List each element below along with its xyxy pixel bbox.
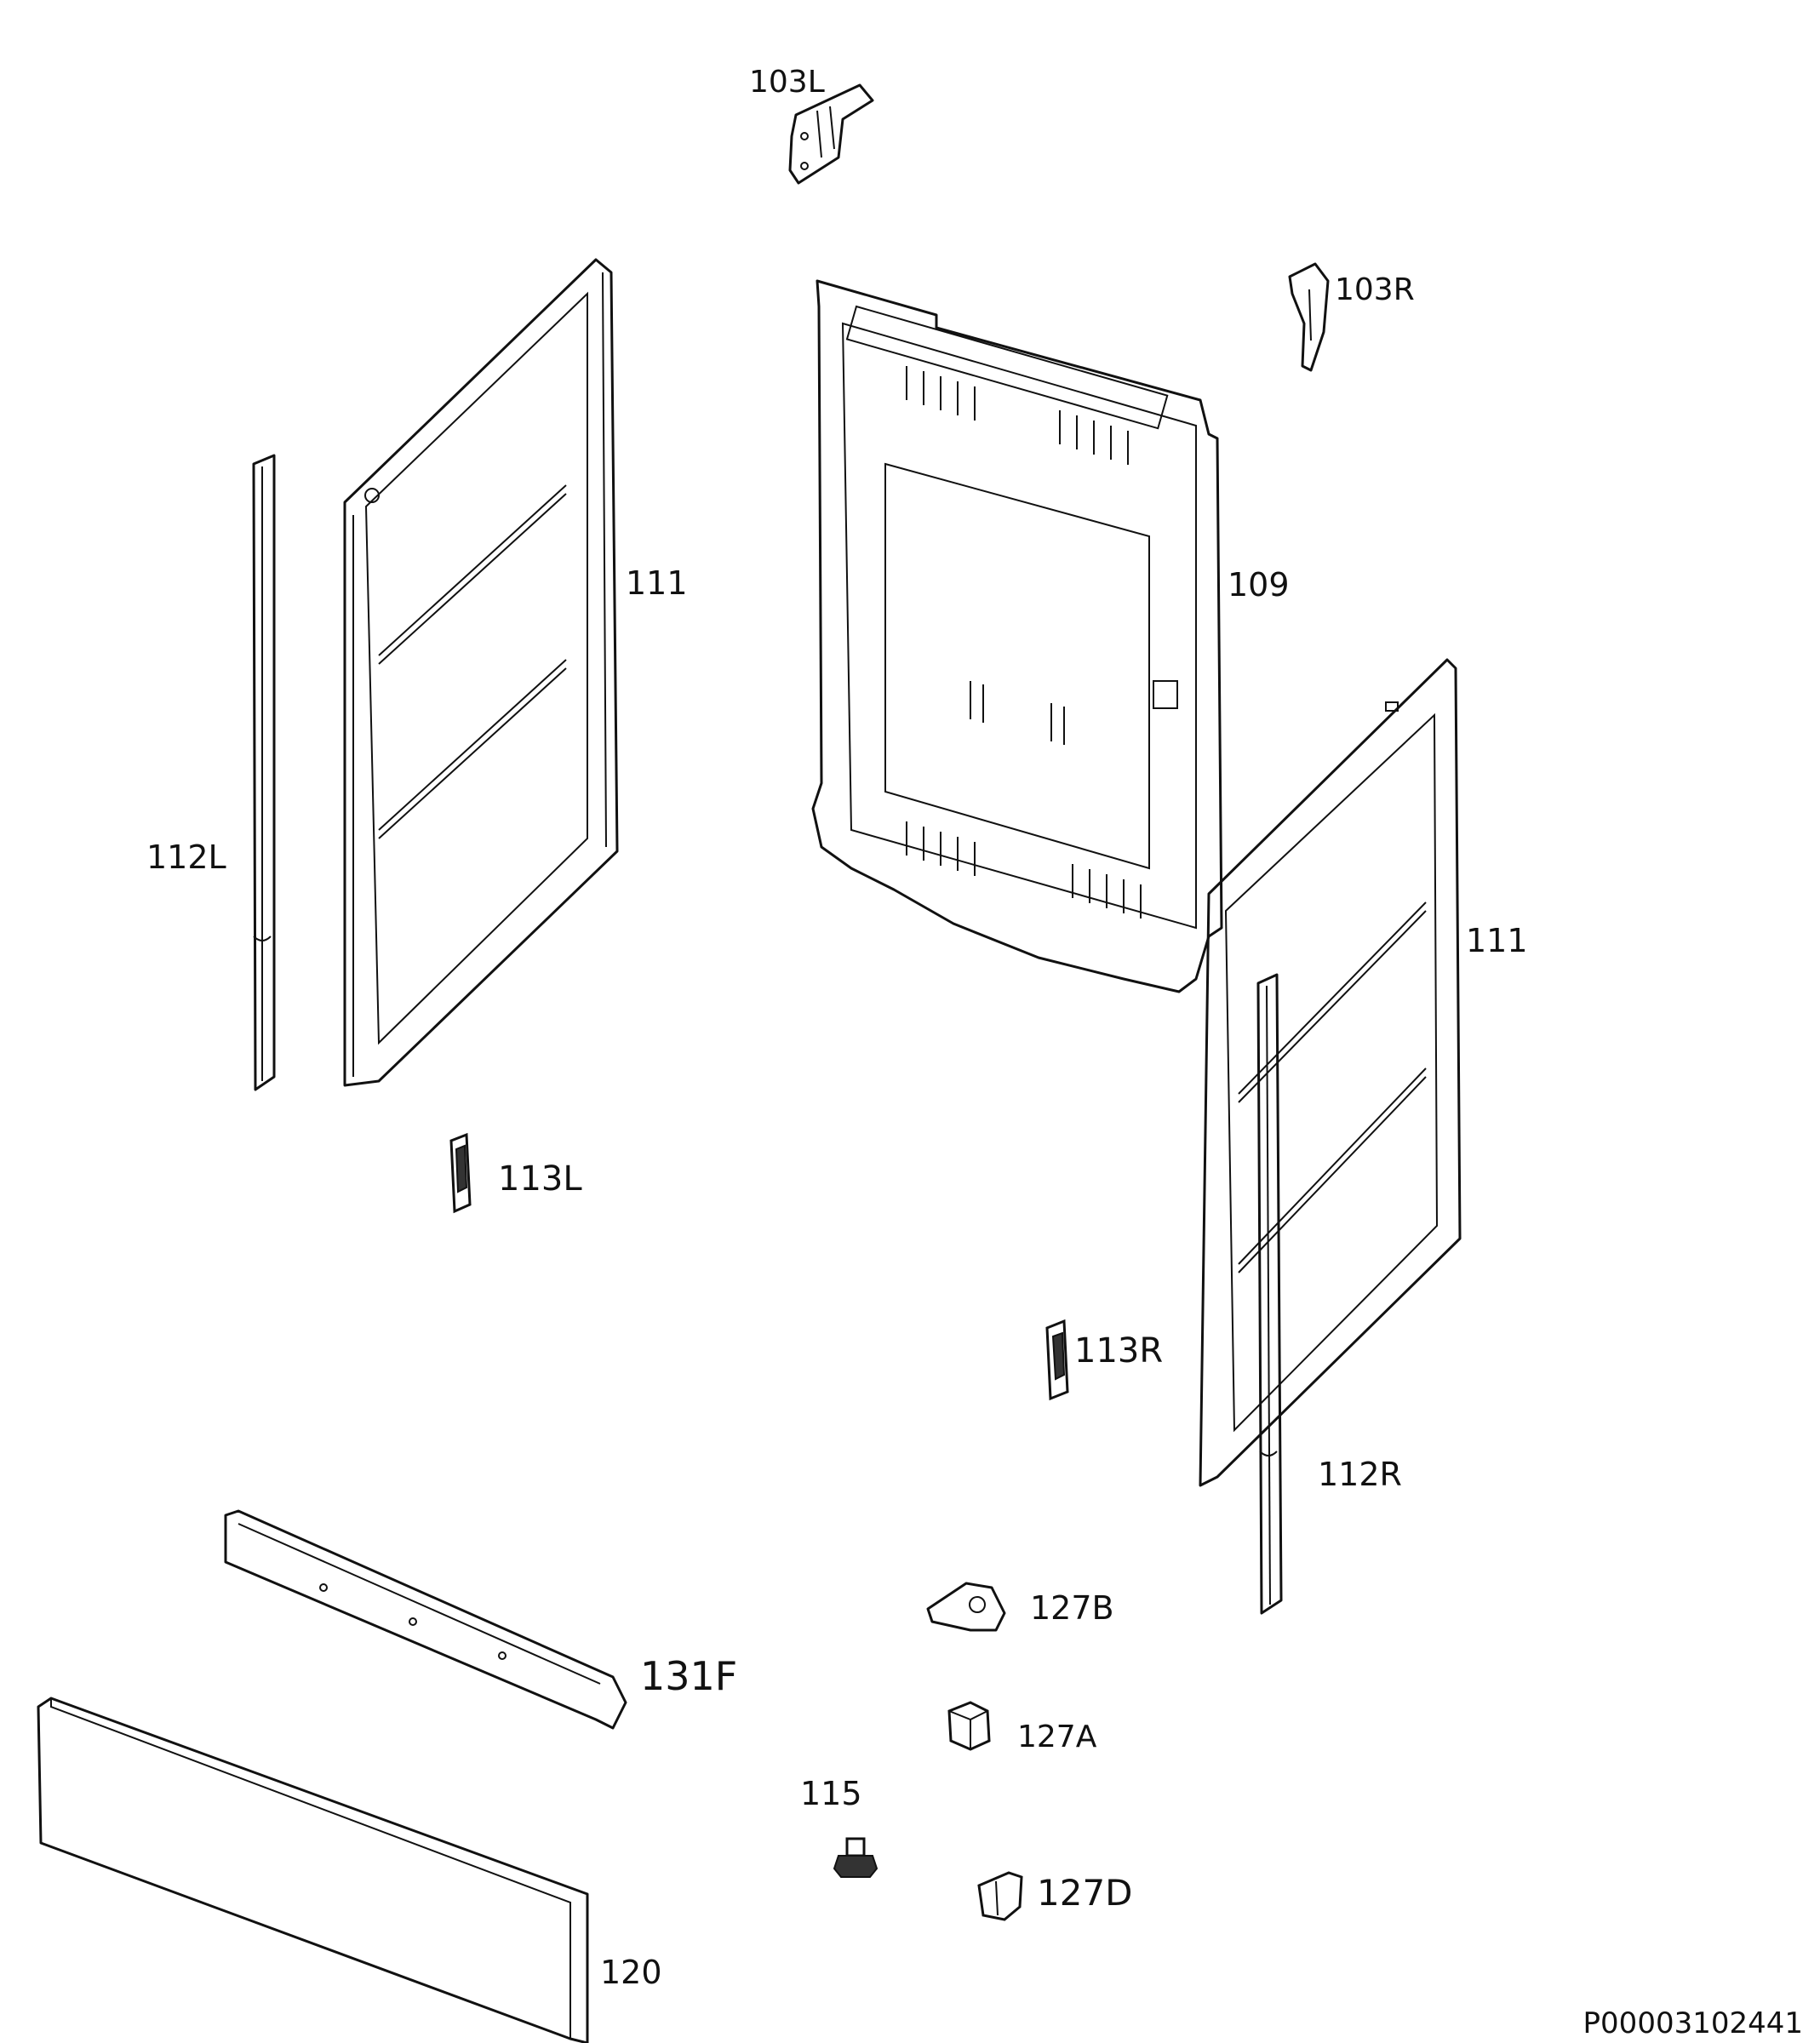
part-115-adjustable-foot [833, 1837, 879, 1878]
part-113L-hinge [449, 1132, 472, 1214]
label-127A: 127A [1017, 1720, 1097, 1754]
label-112R: 112R [1318, 1456, 1402, 1493]
label-113R: 113R [1074, 1331, 1163, 1371]
part-120-kick-panel [37, 1697, 589, 2043]
part-111-right-side-panel [1199, 658, 1462, 1487]
part-127A-block [947, 1701, 991, 1751]
vent-slots-top [906, 366, 1129, 465]
label-112L: 112L [146, 838, 226, 876]
label-103R: 103R [1335, 272, 1415, 307]
label-127B: 127B [1030, 1589, 1114, 1627]
part-131F-front-rail [224, 1509, 627, 1730]
label-103L: 103L [749, 65, 825, 100]
vent-slots-bottom [906, 821, 1142, 918]
label-111-left: 111 [626, 564, 688, 602]
label-113L: 113L [498, 1159, 582, 1199]
label-131F: 131F [640, 1653, 737, 1699]
part-127B-bracket [926, 1582, 1006, 1632]
part-112R-side-strip [1256, 973, 1283, 1615]
label-115: 115 [800, 1775, 862, 1812]
part-111-left-side-panel [343, 258, 619, 1087]
label-127D: 127D [1037, 1872, 1133, 1914]
label-109: 109 [1228, 566, 1290, 604]
part-103L-bracket [788, 83, 874, 185]
label-120: 120 [600, 1954, 662, 1991]
drawing-id: P00003102441 [1583, 2006, 1803, 2040]
part-113R-hinge [1045, 1319, 1069, 1401]
part-103R-bracket [1288, 262, 1330, 372]
part-109-back-panel [811, 279, 1223, 993]
label-111-right: 111 [1466, 922, 1528, 959]
part-112L-side-strip [252, 454, 276, 1091]
part-127D-clip [977, 1871, 1023, 1921]
